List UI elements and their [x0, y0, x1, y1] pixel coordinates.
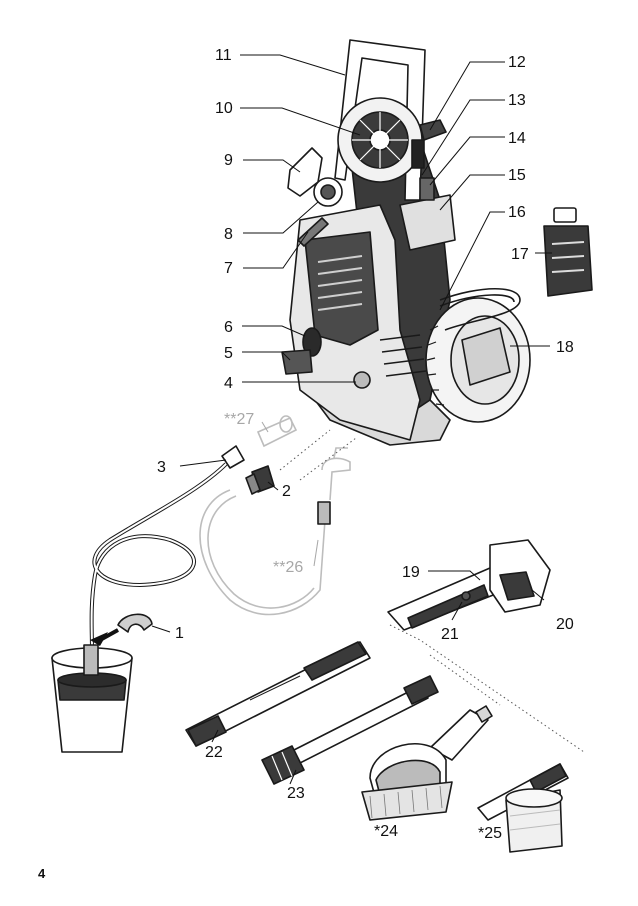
callout-17: 17 [511, 246, 529, 263]
foam-nozzle [477, 763, 569, 853]
callout-10: 10 [215, 100, 233, 117]
callout-22: 22 [205, 744, 223, 761]
callout-6: 6 [224, 319, 233, 336]
callout-24: *24 [374, 823, 398, 840]
callout-5: 5 [224, 345, 233, 362]
callouts: 11 10 9 8 7 6 5 4 12 13 14 15 16 17 18 *… [157, 47, 574, 842]
callout-13: 13 [508, 92, 526, 109]
callout-12: 12 [508, 54, 526, 71]
callout-26: **26 [273, 559, 303, 576]
adapter-ghost [256, 415, 298, 448]
wheel [425, 297, 531, 423]
pressure-washer-body [281, 139, 451, 446]
callout-23: 23 [287, 785, 305, 802]
spray-gun [387, 539, 551, 631]
suction-hose [89, 445, 245, 651]
callout-7: 7 [224, 260, 233, 277]
callout-25: *25 [478, 825, 502, 842]
callout-11: 11 [215, 47, 232, 64]
callout-2: 2 [282, 483, 291, 500]
callout-8: 8 [224, 226, 233, 243]
callout-16: 16 [508, 204, 526, 221]
garden-hose-ghost [199, 447, 351, 616]
callout-9: 9 [224, 152, 233, 169]
detergent-bottle [543, 207, 593, 297]
leader-lines [151, 54, 552, 785]
page-number: 4 [38, 866, 46, 881]
wash-brush [361, 705, 493, 821]
callout-3: 3 [157, 459, 166, 476]
spray-lance-vario [185, 641, 371, 747]
dirt-blaster [261, 675, 439, 785]
water-container [51, 628, 133, 753]
hose-coupling [245, 465, 275, 495]
callout-19: 19 [402, 564, 420, 581]
handle-and-hose-reel [334, 39, 447, 201]
callout-4: 4 [224, 375, 233, 392]
callout-20: 20 [556, 616, 574, 633]
callout-27: **27 [224, 411, 254, 428]
callout-14: 14 [508, 130, 526, 147]
filter-clip [117, 613, 153, 633]
callout-21: 21 [441, 626, 459, 643]
callout-18: 18 [556, 339, 574, 356]
callout-1: 1 [175, 625, 184, 642]
callout-15: 15 [508, 167, 526, 184]
